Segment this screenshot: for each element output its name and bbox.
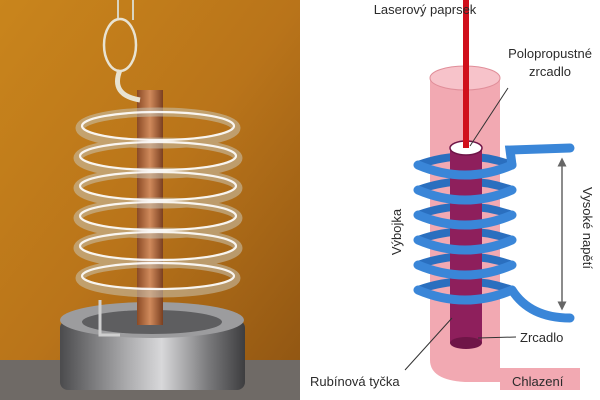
coil-front [413, 143, 575, 323]
label-mirror: Zrcadlo [520, 330, 563, 345]
metal-base [60, 320, 245, 390]
label-cooling: Chlazení [512, 374, 564, 389]
leader-lines [404, 87, 517, 371]
label-flash-tube: Výbojka [389, 208, 404, 255]
label-laser-beam: Laserový paprsek [374, 2, 477, 17]
ruby-laser-diagram: Laserový paprsek Polopropustné zrcadlo V… [310, 0, 595, 390]
label-partial-mirror-line2: zrcadlo [529, 64, 571, 79]
lower-electrode [98, 300, 120, 337]
label-ruby-rod: Rubínová tyčka [310, 374, 400, 389]
label-high-voltage: Vysoké napětí [580, 187, 595, 269]
coil-lead-top [504, 143, 575, 170]
electrode-wires [117, 0, 134, 20]
label-partial-mirror-line1: Polopropustné [508, 46, 592, 61]
coil-lead-bottom [507, 285, 575, 323]
flash-lamp-photo [0, 0, 300, 400]
glass-helix [73, 107, 243, 298]
cooling-outlet [500, 368, 580, 390]
laser-beam [463, 0, 469, 148]
bulb-neck [115, 69, 141, 103]
